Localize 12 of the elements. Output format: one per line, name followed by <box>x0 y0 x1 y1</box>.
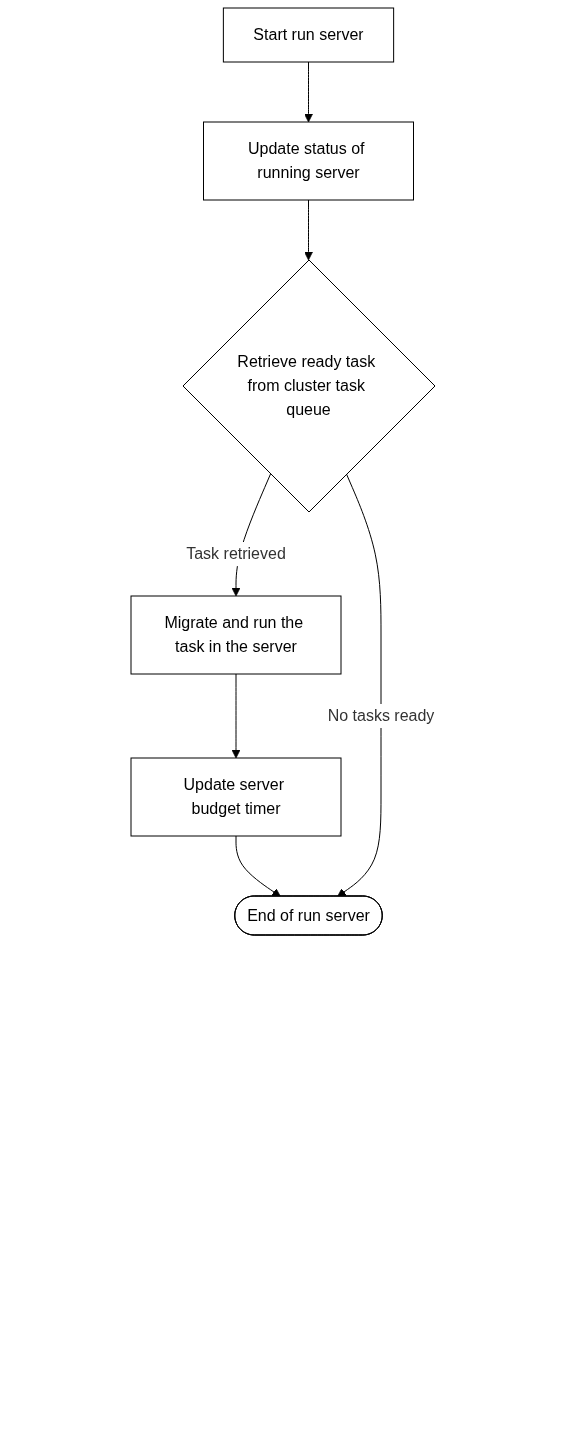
arrow <box>231 673 241 759</box>
arrow <box>304 199 313 261</box>
node-diamond: Retrieve ready task from cluster task queue <box>182 259 436 513</box>
edge-label: Task retrieved <box>186 545 286 562</box>
node-box: Update server budget timer <box>130 757 342 837</box>
arrow <box>304 61 313 123</box>
node-box: Migrate and run the task in the server <box>130 595 342 675</box>
arrow <box>337 473 382 897</box>
edge-label: No tasks ready <box>327 707 435 724</box>
arrow <box>235 835 281 897</box>
node-box: Start run server <box>222 7 395 63</box>
node-box: Update status of running server <box>203 121 414 201</box>
